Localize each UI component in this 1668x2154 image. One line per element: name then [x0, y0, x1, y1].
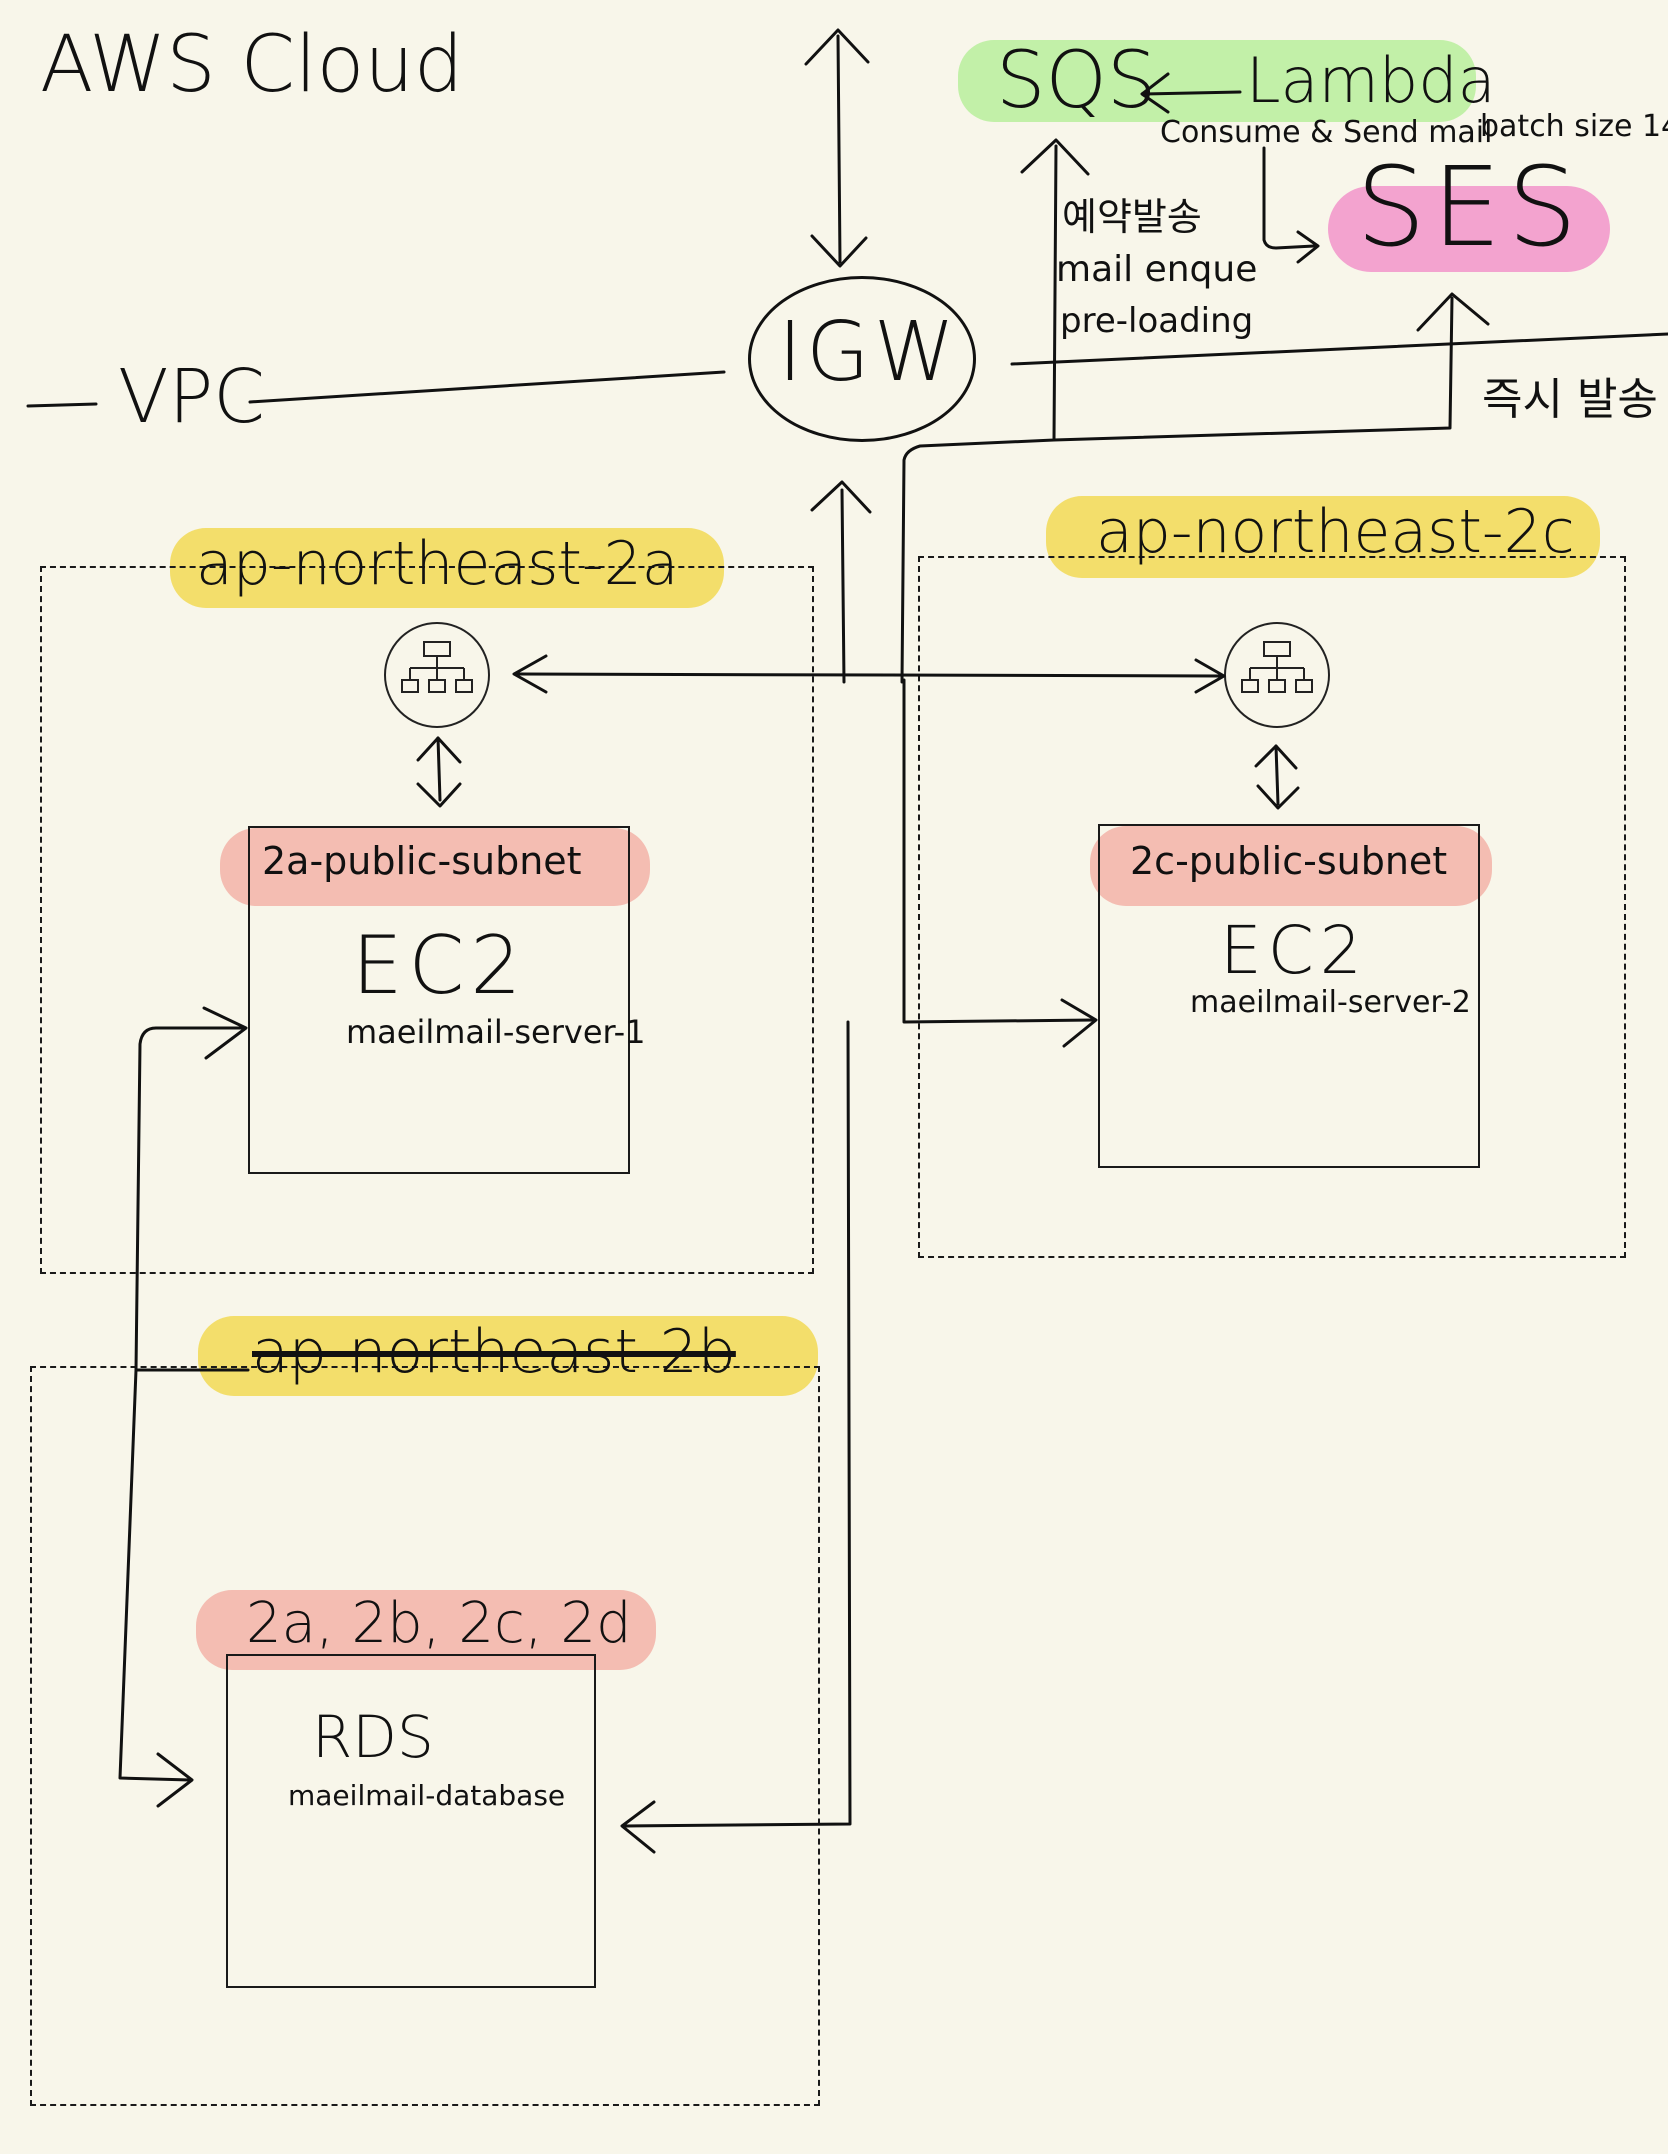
igw-label: IGW	[778, 305, 959, 400]
mail-enqueue-label: mail enque	[1056, 249, 1258, 290]
az-2a-label: ap-northeast-2a	[196, 529, 679, 599]
az-2a-boundary	[40, 566, 814, 1274]
rds-name: maeilmail-database	[288, 1779, 566, 1812]
subnet-2a-label: 2a-public-subnet	[262, 839, 582, 883]
ec2-server-2-box	[1098, 824, 1480, 1168]
subnet-2c-label: 2c-public-subnet	[1130, 839, 1448, 883]
lambda-label: Lambda	[1246, 44, 1496, 117]
subnet-2a-highlight	[220, 828, 650, 906]
internet-gateway	[748, 276, 976, 442]
reserved-send-label: 예약발송	[1062, 195, 1202, 239]
ec2-server-1-box	[248, 826, 630, 1174]
rds-az-label: 2a, 2b, 2c, 2d	[246, 1591, 632, 1656]
az-2b-highlight	[198, 1316, 818, 1396]
pre-loading-label: pre-loading	[1060, 301, 1254, 341]
load-balancer-2a	[384, 622, 490, 728]
rds-title: RDS	[312, 1703, 434, 1771]
az-2b-boundary	[30, 1366, 820, 2106]
load-balancer-hierarchy-icon	[1241, 641, 1313, 693]
ses-highlight	[1328, 186, 1610, 272]
lambda-note: Consume & Send mail	[1160, 115, 1493, 150]
ec2-1-name: maeilmail-server-1	[346, 1013, 646, 1051]
ses-label: SES	[1356, 143, 1584, 271]
batch-size-note: batch size 14.	[1480, 109, 1668, 144]
subnet-2c-highlight	[1090, 826, 1492, 906]
sqs-lambda-highlight	[958, 40, 1476, 122]
az-2a-highlight	[170, 528, 724, 608]
az-2b-label: ap-northeast-2b	[252, 1317, 736, 1387]
az-2c-label: ap-northeast-2c	[1096, 497, 1575, 567]
ec2-1-title: EC2	[352, 919, 528, 1012]
az-2c-highlight	[1046, 496, 1600, 578]
immediate-send-label: 즉시 발송	[1482, 374, 1658, 425]
sqs-label: SQS	[996, 36, 1157, 126]
vpc-label: VPC	[118, 354, 265, 440]
ec2-2-name: maeilmail-server-2	[1190, 985, 1471, 1020]
ec2-2-title: EC2	[1220, 912, 1368, 989]
rds-az-highlight	[196, 1590, 656, 1670]
rds-database-box	[226, 1654, 596, 1988]
load-balancer-hierarchy-icon	[401, 641, 473, 693]
az-2c-boundary	[918, 556, 1626, 1258]
diagram-title: AWS Cloud	[40, 20, 464, 110]
